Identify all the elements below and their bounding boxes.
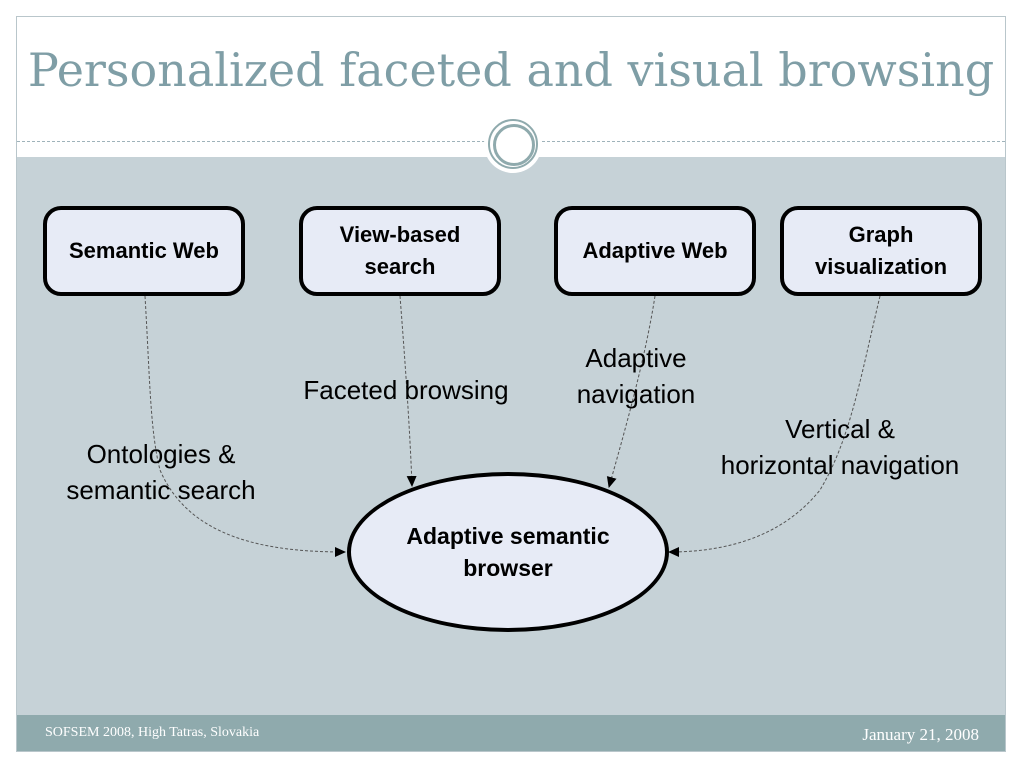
edge-graph-visualization — [668, 295, 881, 557]
edge-label-faceted: Faceted browsing — [276, 372, 536, 408]
edge-label-ontologies-line1: Ontologies & — [86, 439, 236, 469]
edge-adaptive-web — [606, 295, 656, 488]
node-view-based-search: View-based search — [299, 206, 501, 296]
node-semantic-web-label: Semantic Web — [69, 238, 219, 263]
node-adaptive-web: Adaptive Web — [554, 206, 756, 296]
node-view-based-search-line2: search — [364, 254, 436, 279]
node-view-based-search-line1: View-based — [339, 222, 461, 247]
edge-label-vertical-horizontal-line2: horizontal navigation — [720, 450, 960, 480]
node-graph-visualization-line2: visualization — [814, 254, 948, 279]
node-graph-visualization-line1: Graph — [848, 222, 914, 247]
edge-label-adaptive-navigation: Adaptive navigation — [536, 340, 736, 412]
node-adaptive-semantic-browser: Adaptive semantic browser — [347, 472, 669, 632]
edge-label-ontologies: Ontologies & semantic search — [30, 436, 292, 508]
edge-semantic-web — [144, 295, 346, 557]
node-semantic-web: Semantic Web — [43, 206, 245, 296]
node-browser-line1: Adaptive semantic — [406, 523, 610, 549]
circle-ornament-icon — [484, 115, 542, 173]
footer-date: January 21, 2008 — [862, 725, 979, 744]
edge-label-faceted-text: Faceted browsing — [303, 375, 509, 405]
edge-label-vertical-horizontal: Vertical & horizontal navigation — [690, 411, 990, 483]
edge-label-vertical-horizontal-line1: Vertical & — [785, 414, 895, 444]
node-graph-visualization: Graph visualization — [780, 206, 982, 296]
edge-label-adaptive-navigation-line1: Adaptive — [585, 343, 687, 373]
edge-label-ontologies-line2: semantic search — [66, 475, 256, 505]
node-adaptive-web-label: Adaptive Web — [582, 238, 728, 263]
footer-conference: SOFSEM 2008, High Tatras, Slovakia — [45, 725, 260, 740]
node-browser-line2: browser — [463, 555, 553, 581]
footer-bar: SOFSEM 2008, High Tatras, Slovakia Janua… — [17, 715, 1005, 751]
slide-title: Personalized faceted and visual browsing — [27, 43, 995, 97]
edge-label-adaptive-navigation-line2: navigation — [576, 379, 696, 409]
